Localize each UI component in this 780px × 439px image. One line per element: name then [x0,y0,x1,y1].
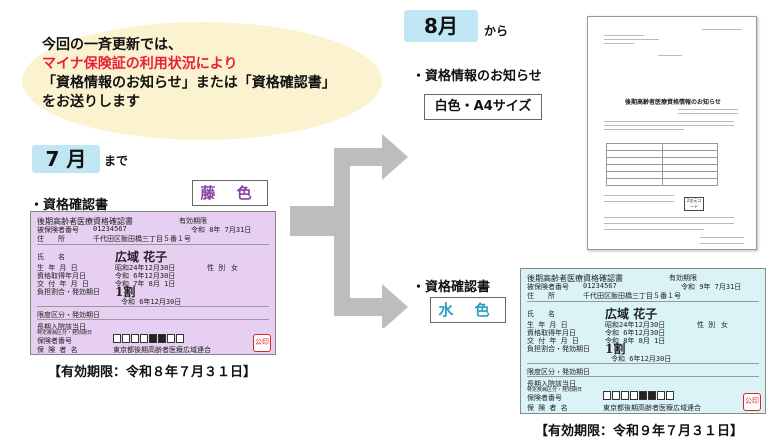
insured-name: 広域 花子 [605,307,658,321]
address: 千代田区飯田橋三丁目５番１号 [93,235,191,243]
validity-old: 【有効期限：令和８年７月３１日】 [48,365,257,380]
issue-label: 交 付 年 月 日 [527,337,579,345]
special-label: 特定疾病区分・発効期日 [37,330,93,336]
address-label: 住 所 [37,235,65,243]
acq: 令和 6年12月30日 [115,272,176,280]
official-seal-icon: 公印 [743,393,761,411]
notice-title: 後期高齢者医療資格情報のお知らせ [625,99,721,106]
qr-code-icon: 2次元コード [684,197,704,211]
acq: 令和 6年12月30日 [605,329,666,337]
burden: 1割 [115,285,136,299]
insurer: 東京都後期高齢者医療広域連合 [113,346,211,354]
official-seal-icon: 公印 [253,334,271,352]
from-label: から [484,24,509,38]
address: 千代田区飯田橋三丁目５番１号 [583,292,681,300]
color-tag-mizu: 水 色 [430,297,506,323]
insured-no-label: 被保険者番号 [37,226,79,234]
until-label: まで [104,154,129,168]
intro-line-2: マイナ保険証の利用状況により [42,56,238,72]
birth: 昭和24年12月30日 [605,321,666,329]
intro-text: 今回の一斉更新では、 マイナ保険証の利用状況により 「資格情報のお知らせ」または… [42,36,382,112]
insurer-no-label: 保険者番号 [527,394,562,402]
acq-label: 資格取得年月日 [527,329,576,337]
insurer-no-label: 保険者番号 [37,337,72,345]
intro-line-4: をお送りします [42,94,140,110]
notice-table [606,143,718,186]
insured-name: 広域 花子 [115,250,168,264]
insurer-no-boxes [603,391,675,400]
limit-label: 限度区分・発効期日 [527,368,590,376]
cert-label-new: ・資格確認書 [412,280,491,295]
issue: 令和 7年 8月 1日 [115,280,176,288]
valid-label: 有効期限 [179,217,207,225]
notice-spec-tag: 白色・A4サイズ [424,94,542,120]
burden-label: 負担割合・発効期日 [37,288,100,296]
validity-new: 【有効期限：令和９年７月３１日】 [535,424,744,439]
hosp-label: 長期入院該当日 [527,380,576,388]
birth-label: 生 年 月 日 [37,264,78,272]
sex-label: 性 別 [207,264,226,272]
transition-arrows-icon [290,134,408,328]
intro-bubble [22,22,382,140]
burden-label: 負担割合・発効期日 [527,345,590,353]
address-label: 住 所 [527,292,555,300]
insured-no: 01234567 [583,282,617,290]
month-badge-july: 7 月 [32,145,100,173]
birth: 昭和24年12月30日 [115,264,176,272]
sex: 女 [721,321,728,329]
special-label: 特定疾病区分・発効期日 [527,387,583,393]
sex-label: 性 別 [697,321,716,329]
card-title: 後期高齢者医療資格確認書 [37,217,133,226]
hosp-label: 長期入院該当日 [37,323,86,331]
birth-label: 生 年 月 日 [527,321,568,329]
name-label: 氏 名 [37,253,65,261]
insurer-label: 保 険 者 名 [37,346,78,354]
burden-date: 令和 6年12月30日 [121,298,182,306]
notice-document: 後期高齢者医療資格情報のお知らせ 2次元コード [587,16,757,250]
valid-label: 有効期限 [669,274,697,282]
color-tag-fuji: 藤 色 [192,180,268,206]
month-badge-august: 8月 [404,10,478,42]
insurer-no-boxes [113,334,185,343]
acq-label: 資格取得年月日 [37,272,86,280]
card-title: 後期高齢者医療資格確認書 [527,274,623,283]
sex: 女 [231,264,238,272]
issue: 令和 8年 8月 1日 [605,337,666,345]
cert-label-old: ・資格確認書 [30,198,109,213]
intro-line-1: 今回の一斉更新では、 [42,37,182,53]
valid-value: 令和 9年 7月31日 [681,283,742,291]
insurer: 東京都後期高齢者医療広域連合 [603,404,701,412]
cert-card-old: 後期高齢者医療資格確認書 有効期限 被保険者番号 01234567 令和 8年 … [30,211,276,355]
cert-card-new: 後期高齢者医療資格確認書 有効期限 被保険者番号 01234567 令和 9年 … [520,268,766,414]
burden-date: 令和 6年12月30日 [611,355,672,363]
insured-no-label: 被保険者番号 [527,283,569,291]
intro-line-3: 「資格情報のお知らせ」または「資格確認書」 [42,75,336,91]
name-label: 氏 名 [527,310,555,318]
notice-label: ・資格情報のお知らせ [412,69,542,84]
burden: 1割 [605,342,626,356]
limit-label: 限度区分・発効期日 [37,311,100,319]
valid-value: 令和 8年 7月31日 [191,226,252,234]
insurer-label: 保 険 者 名 [527,404,568,412]
issue-label: 交 付 年 月 日 [37,280,89,288]
insured-no: 01234567 [93,225,127,233]
